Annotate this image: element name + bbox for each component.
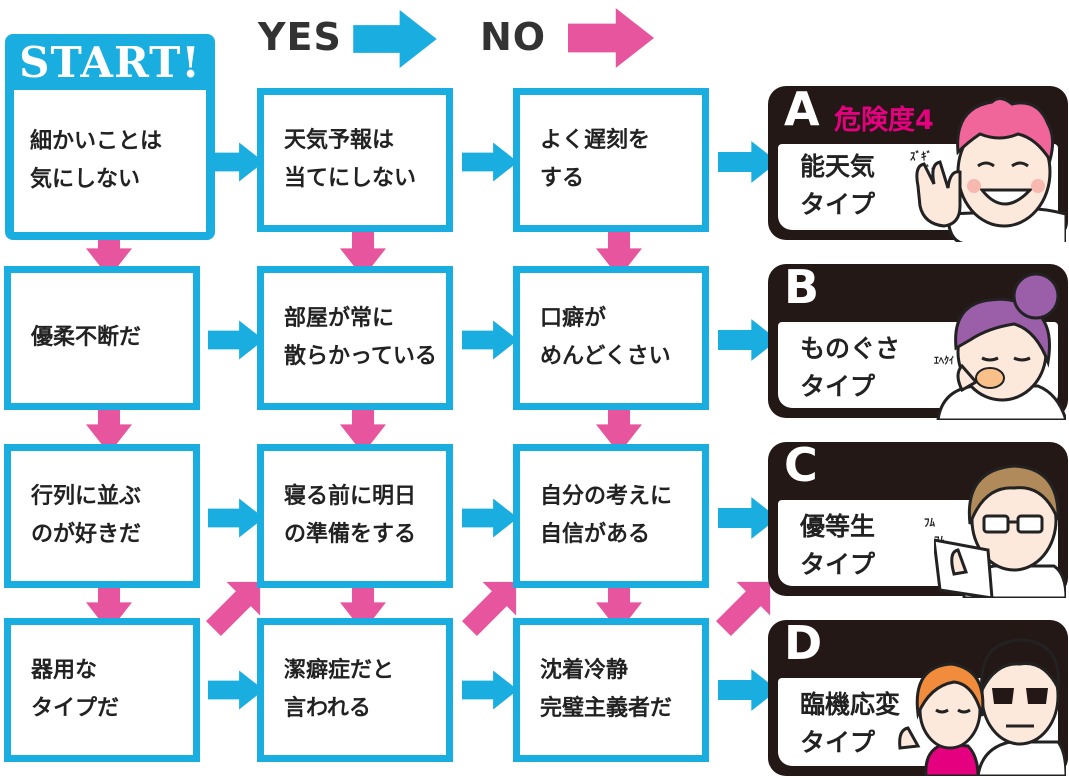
question-box: 口癖が めんどくさい — [513, 266, 709, 410]
question-box: 自分の考えに 自信がある — [513, 444, 709, 588]
question-text: 口癖が めんどくさい — [540, 306, 671, 369]
question-box: 部屋が常に 散らかっている — [257, 266, 453, 410]
start-question-box: 細かいことは 気にしない — [14, 90, 206, 232]
question-text: 行列に並ぶ のが好きだ — [31, 484, 142, 547]
sleepy-face-icon — [936, 272, 1066, 420]
result-b: B ものぐさ タイプ ｴﾍｸｲ — [768, 260, 1068, 420]
question-box: 優柔不断だ — [4, 266, 200, 410]
yes-arrow — [208, 670, 264, 710]
question-box: 天気予報は 当てにしない — [257, 88, 453, 232]
question-text: 器用な タイプだ — [31, 658, 120, 721]
yes-arrow — [208, 142, 264, 182]
result-letter: D — [784, 616, 823, 670]
no-diagonal-arrow — [462, 581, 517, 636]
legend-yes: YES — [258, 6, 342, 68]
question-box: 行列に並ぶ のが好きだ — [4, 444, 200, 588]
question-text: 寝る前に明日 の準備をする — [284, 484, 417, 547]
start-box: START! 細かいことは 気にしない — [5, 34, 215, 240]
sound-effect-text: ｴﾍｸｲ — [934, 356, 954, 367]
result-letter: B — [784, 260, 820, 314]
question-text: 優柔不断だ — [31, 325, 142, 350]
legend-yes-arrow — [353, 10, 437, 68]
legend-no: NO — [480, 6, 546, 68]
yes-arrow — [462, 498, 518, 538]
result-letter: C — [784, 438, 818, 492]
laughing-face-icon — [915, 97, 1066, 242]
question-text: よく遅刻を する — [540, 128, 651, 191]
result-c: C 優等生 タイプ ﾌﾑ ﾌﾑ — [768, 438, 1068, 598]
sound-effect-text: ｽﾞｷﾞ — [910, 150, 932, 163]
question-text: 部屋が常に 散らかっている — [284, 306, 437, 369]
no-diagonal-arrow — [206, 581, 261, 636]
question-text: 沈着冷静 完璧主義者だ — [540, 658, 673, 721]
cool-duo-face-icon — [898, 638, 1066, 776]
yes-arrow — [208, 498, 264, 538]
result-a: A 危険度4 能天気 タイプ ｽﾞｷﾞ ｽﾞｷﾞ — [768, 82, 1068, 242]
yes-arrow — [462, 142, 518, 182]
result-type-name: 能天気 タイプ — [800, 152, 876, 219]
yes-arrow — [208, 320, 264, 360]
start-label: START! — [19, 38, 201, 87]
yes-arrow — [462, 670, 518, 710]
start-question: 細かいことは 気にしない — [30, 129, 163, 192]
question-box: 沈着冷静 完璧主義者だ — [513, 618, 709, 762]
sound-effect-text: ﾌﾑ — [924, 516, 935, 529]
question-box: 寝る前に明日 の準備をする — [257, 444, 453, 588]
result-d: D 臨機応変 タイプ — [768, 616, 1068, 776]
legend-no-label: NO — [480, 15, 547, 59]
reading-face-icon — [934, 464, 1066, 598]
legend-yes-label: YES — [258, 15, 342, 59]
question-text: 自分の考えに 自信がある — [540, 484, 673, 547]
result-letter: A — [784, 82, 820, 136]
question-box: 潔癖症だと 言われる — [257, 618, 453, 762]
no-diagonal-arrow — [716, 581, 771, 636]
question-text: 天気予報は 当てにしない — [284, 128, 417, 191]
result-type-name: 優等生 タイプ — [800, 512, 876, 579]
result-type-name: 臨機応変 タイプ — [800, 690, 901, 757]
question-box: よく遅刻を する — [513, 88, 709, 232]
question-box: 器用な タイプだ — [4, 618, 200, 762]
question-text: 潔癖症だと 言われる — [284, 658, 395, 721]
result-type-name: ものぐさ タイプ — [800, 334, 901, 401]
yes-arrow — [462, 320, 518, 360]
danger-level: 危険度4 — [834, 105, 934, 136]
legend-no-arrow — [568, 8, 654, 68]
